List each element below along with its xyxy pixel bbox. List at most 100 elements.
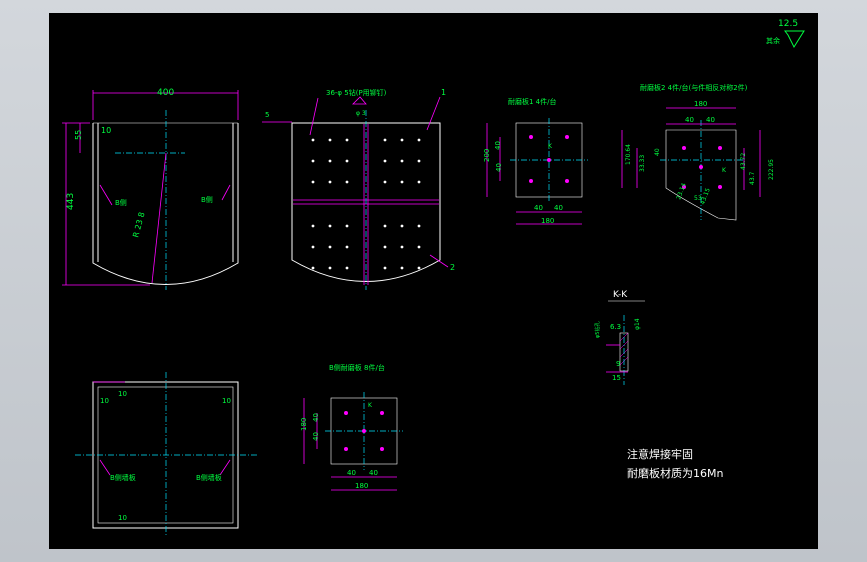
section-d1: 6.3 [610, 323, 621, 331]
rivet-hole [328, 159, 332, 163]
plate1-k: K [548, 143, 553, 150]
plate2-w: 180 [694, 100, 707, 108]
plate1-d40d: 40 [554, 204, 563, 212]
bottom-d3: 10 [222, 397, 231, 405]
plate2-v2: 33.33 [639, 155, 646, 172]
rivet-hole [345, 224, 349, 228]
rivet-hole [328, 245, 332, 249]
wear-plate-2: 耐磨板2 4件/台(与件相反对称2件) K 180 40 40 170.64 3… [621, 83, 775, 221]
note-line-2: 耐磨板材质为16Mn [627, 466, 723, 480]
front-height-dim: 443 [66, 193, 76, 210]
plate2-d40a: 40 [685, 116, 694, 124]
rivet-hole [417, 159, 421, 163]
rivet-hole [345, 245, 349, 249]
roughness-symbol: 12.5 其余 [766, 19, 805, 49]
rivet-hole [328, 138, 332, 142]
bottom-d4: 10 [118, 514, 127, 522]
rivet-hole [311, 224, 315, 228]
plate1-d40a: 40 [494, 141, 502, 150]
rivet-hole [328, 180, 332, 184]
plate-dim-left: 5 [265, 111, 269, 119]
wear-plate-3: B侧耐磨板 8件/台 K 180 40 40 40 40 180 [300, 363, 403, 491]
plate2-v6: 222.95 [768, 159, 775, 180]
section-note: φ5钻孔 [594, 322, 601, 338]
rivet-hole [328, 266, 332, 270]
wear-plate-1: 耐磨板1 4件/台 K 200 40 40 40 40 180 [483, 97, 588, 225]
plate2-v5: 43.72 [740, 153, 747, 170]
rivet-hole [383, 224, 387, 228]
rivet-hole [400, 266, 404, 270]
rivet-hole [417, 138, 421, 142]
bottom-view: 10 10 10 10 B侧墙板 B侧墙板 [75, 372, 258, 535]
front-label-b: B侧 [201, 195, 213, 204]
front-top-dim: 55 [74, 130, 83, 140]
plate2-v3: 43.7 [749, 171, 756, 185]
rivet-hole [311, 159, 315, 163]
plate2-k: K [722, 167, 727, 174]
plate2-d40b: 40 [706, 116, 715, 124]
rivet-hole [383, 159, 387, 163]
plate1-d40c: 40 [534, 204, 543, 212]
technical-notes: 注意焊接牢固 耐磨板材质为16Mn [627, 447, 723, 480]
plate1-title: 耐磨板1 4件/台 [508, 97, 557, 106]
rivet-hole [417, 180, 421, 184]
section-k-k: K-K 6.3 φ14 φ5钻孔 9 15 [594, 290, 645, 385]
plate3-d40c: 40 [347, 469, 356, 477]
roughness-triangle [784, 30, 805, 49]
rivet-hole [417, 224, 421, 228]
plate1-h: 200 [483, 149, 491, 162]
front-width-dim: 400 [157, 88, 174, 98]
rivet-hole [383, 266, 387, 270]
plate3-w: 180 [355, 482, 368, 490]
rivet-hole [345, 266, 349, 270]
section-d3: 9 [616, 360, 620, 368]
front-label-a: B侧 [115, 198, 127, 207]
rivet-hole [400, 224, 404, 228]
rivet-hole [345, 159, 349, 163]
rivet-hole [383, 180, 387, 184]
rivet-hole [311, 180, 315, 184]
rivet-hole [400, 138, 404, 142]
plate3-d40a: 40 [312, 413, 320, 422]
rivet-hole [311, 245, 315, 249]
bottom-d2: 10 [100, 397, 109, 405]
part-number-2: 2 [450, 263, 455, 272]
bottom-label-b: B侧墙板 [196, 473, 222, 482]
rivet-hole [417, 266, 421, 270]
plate2-d40c: 40 [654, 148, 661, 156]
rivet-hole [400, 245, 404, 249]
bottom-d1: 10 [118, 390, 127, 398]
rivet-hole [400, 180, 404, 184]
rivet-hole [400, 159, 404, 163]
note-line-1: 注意焊接牢固 [627, 447, 693, 461]
plate2-v1: 170.64 [625, 144, 632, 165]
roughness-value: 12.5 [778, 19, 798, 29]
plate2-v4: 23.14 [675, 182, 688, 201]
rivet-hole [383, 138, 387, 142]
plate1-d40b: 40 [495, 163, 503, 172]
part-number-1: 1 [441, 88, 446, 97]
plate2-v8: 53 [694, 195, 702, 202]
plate3-d40d: 40 [369, 469, 378, 477]
plate3-h: 180 [300, 418, 308, 431]
rivet-hole [345, 180, 349, 184]
plate3-d40b: 40 [312, 432, 320, 441]
plate2-title: 耐磨板2 4件/台(与件相反对称2件) [640, 83, 748, 92]
plate3-k: K [368, 402, 373, 409]
plate-hole-dim: φ 3 [356, 110, 366, 117]
bottom-label-a: B侧墙板 [110, 473, 136, 482]
cad-drawing: 12.5 其余 400 443 55 10 R 23 8 B侧 B侧 [62, 19, 805, 535]
plate3-title: B侧耐磨板 8件/台 [329, 363, 385, 372]
plate-layout-view: 36-φ 5钻(P用铆钉) φ 3 5 1 2 [262, 88, 455, 290]
rivet-hole [328, 224, 332, 228]
rivet-hole [383, 245, 387, 249]
rivet-hole [345, 138, 349, 142]
rivet-hole [311, 266, 315, 270]
front-radius: R 23 8 [131, 211, 146, 238]
front-thk-dim: 10 [101, 126, 111, 135]
section-d2: φ14 [634, 318, 641, 330]
drawing-canvas[interactable]: 12.5 其余 400 443 55 10 R 23 8 B侧 B侧 [49, 13, 818, 549]
plate-hole-note: 36-φ 5钻(P用铆钉) [326, 88, 387, 97]
plate1-w: 180 [541, 217, 554, 225]
